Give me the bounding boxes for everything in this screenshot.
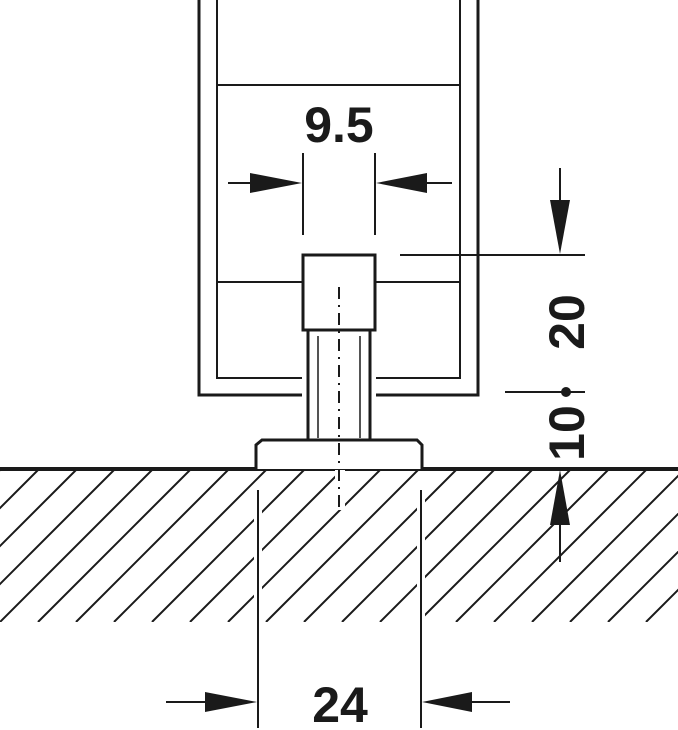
dimension-gap-width: 9.5 <box>228 97 452 235</box>
floor-hatching <box>0 470 678 622</box>
profile-inner-left <box>216 0 302 379</box>
arrow-down-pointing <box>550 200 570 254</box>
hatch-line <box>455 470 609 622</box>
arrow-right-pointing <box>250 173 302 193</box>
door-profile <box>197 0 480 397</box>
profile-outer-left <box>197 0 302 397</box>
hatch-line <box>0 470 39 510</box>
hatch-line <box>303 470 457 622</box>
arrow-base-left-pointing <box>422 692 472 712</box>
centerline-mask <box>335 470 345 510</box>
hatch-line <box>37 470 191 622</box>
arrow-base-right-pointing <box>205 692 257 712</box>
arrow-up-pointing <box>550 470 570 525</box>
dimension-base-width: 24 <box>166 490 510 730</box>
dimension-vertical: 20 10 <box>400 168 595 562</box>
hatch-line <box>569 512 678 622</box>
hatch-line <box>75 470 229 622</box>
hatch-line <box>0 470 153 622</box>
hatch-line <box>151 470 305 622</box>
hatch-line <box>531 474 678 622</box>
base-width-label: 24 <box>312 677 368 730</box>
hatch-line <box>645 588 678 622</box>
hatch-line <box>0 470 115 586</box>
floor-guide <box>254 253 424 508</box>
hatch-line <box>227 470 381 622</box>
hatch-line <box>189 470 343 622</box>
pin-height-label: 20 <box>539 294 595 350</box>
base-height-label: 10 <box>539 405 595 461</box>
hatch-line <box>493 470 647 622</box>
profile-inner-right <box>376 0 461 379</box>
hatch-line <box>113 470 267 622</box>
arrow-left-pointing <box>376 173 427 193</box>
hatch-line <box>607 550 678 622</box>
hatch-line <box>379 470 533 622</box>
dimension-dot <box>561 387 571 397</box>
gap-width-label: 9.5 <box>304 97 374 153</box>
hatch-line <box>417 470 571 622</box>
hatch-line <box>0 470 77 548</box>
profile-outer-right <box>376 0 480 397</box>
hatch-line <box>265 470 419 622</box>
